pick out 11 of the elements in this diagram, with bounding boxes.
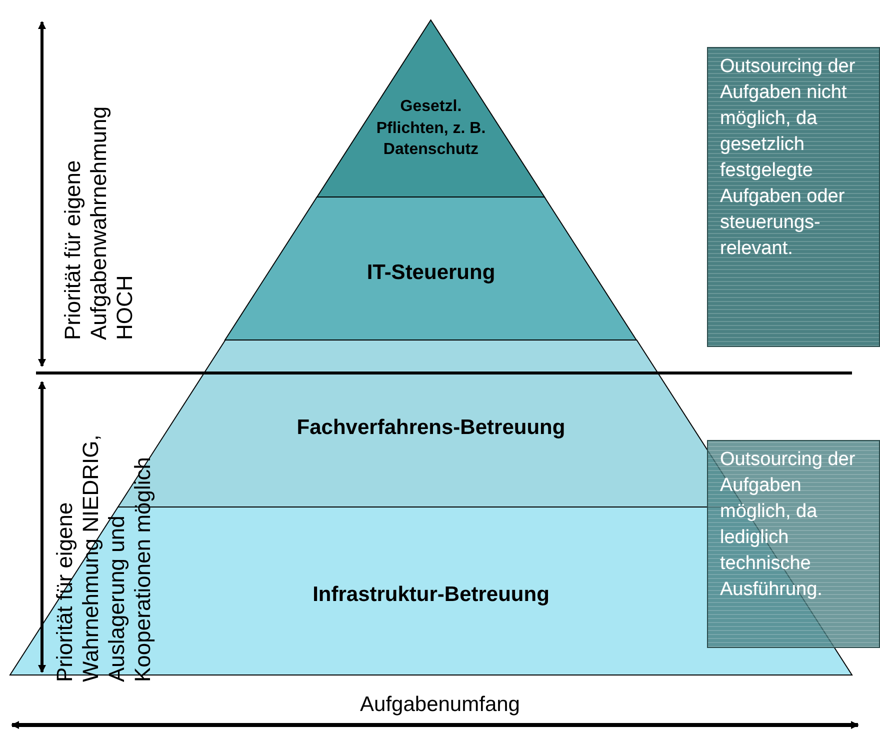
pyramid-top-layer xyxy=(317,20,545,197)
axis-label: Priorität für eigene Wahrnehmung NIEDRIG, Auslagerung und Kooperationen möglich xyxy=(52,434,156,682)
text-panel: Outsourcing der Aufgaben nicht möglich, da gesetzlich festgelegte Aufgaben oder steuerungs-relevant. xyxy=(707,47,880,347)
axis-label: Aufgabenumfang xyxy=(359,693,521,717)
layer-label: Gesetzl. Pflichten, z. B. Datenschutz xyxy=(375,97,487,160)
axis-label: Priorität für eigene Aufgabenwahrnehmung HOCH xyxy=(60,105,138,340)
pyramid-layer xyxy=(225,197,637,340)
layer-label: IT-Steuerung xyxy=(366,260,496,286)
layer-label: Fachverfahrens-Betreuung xyxy=(296,414,566,441)
layer-label: Infrastruktur-Betreuung xyxy=(312,582,550,608)
text-panel: Outsourcing der Aufgaben möglich, da lediglich technische Ausführung. xyxy=(707,440,880,648)
